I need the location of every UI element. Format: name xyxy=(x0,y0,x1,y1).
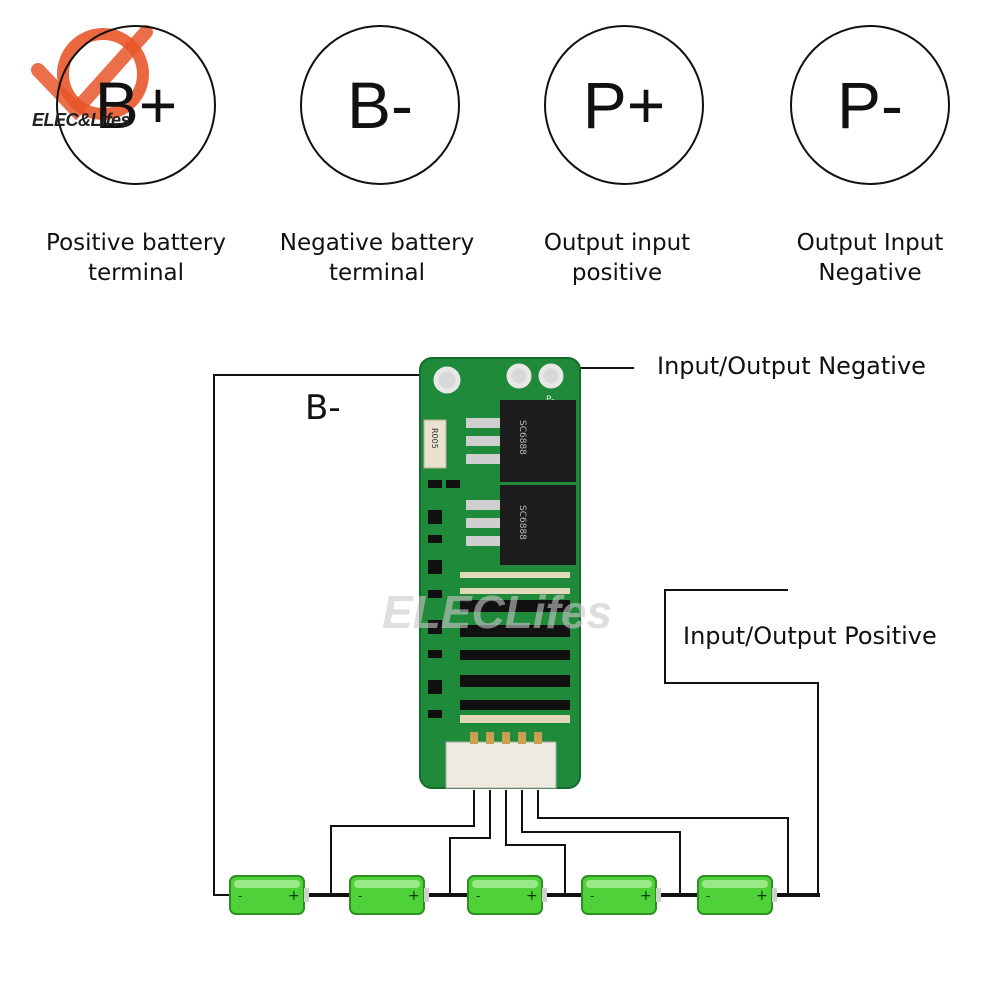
battery-cell: -+ xyxy=(697,875,777,915)
balance-wire-5 xyxy=(537,790,789,895)
terminal-p-minus-label-line1: Output Input xyxy=(796,230,944,256)
mosfet-1 xyxy=(500,400,576,482)
terminal-p-plus-label: Output input positive xyxy=(497,228,737,288)
shunt-resistor xyxy=(423,419,447,469)
battery-plus-sign: + xyxy=(288,888,300,904)
shunt-resistor-text: R005 xyxy=(430,428,439,449)
terminal-b-plus-circle: B+ xyxy=(56,25,216,185)
terminal-b-plus-symbol: B+ xyxy=(94,68,178,142)
terminal-p-plus-label-line2: positive xyxy=(571,260,663,286)
terminal-p-minus-symbol: P- xyxy=(837,68,903,142)
pad-p-minus-2 xyxy=(538,363,564,389)
terminal-b-plus-label-line1: Positive battery xyxy=(46,230,226,256)
battery-minus-sign: - xyxy=(358,889,362,903)
terminal-b-minus-symbol: B- xyxy=(347,68,413,142)
battery-minus-sign: - xyxy=(706,889,710,903)
battery-plus-sign: + xyxy=(756,888,768,904)
mosfet-2-text: SC6888 xyxy=(517,505,527,540)
balance-wire-3 xyxy=(505,790,566,895)
terminal-b-minus-label: Negative battery terminal xyxy=(257,228,497,288)
battery-cell: -+ xyxy=(349,875,429,915)
terminal-b-minus-label-line1: Negative battery xyxy=(279,230,475,256)
mosfet-2 xyxy=(500,485,576,565)
terminal-b-plus-label: Positive battery terminal xyxy=(16,228,256,288)
terminal-p-plus-circle: P+ xyxy=(544,25,704,185)
brand-logo-text: ELEC&Lifes xyxy=(32,110,131,130)
battery-pack: -+-+-+-+-+ xyxy=(229,875,777,915)
battery-cell: -+ xyxy=(581,875,661,915)
balance-connector xyxy=(445,741,557,789)
terminal-b-minus-label-line2: terminal xyxy=(328,260,426,286)
b-minus-wire xyxy=(213,374,422,896)
terminal-p-minus-label-line2: Negative xyxy=(818,260,922,286)
terminal-p-minus-circle: P- xyxy=(790,25,950,185)
battery-plus-sign: + xyxy=(408,888,420,904)
battery-minus-sign: - xyxy=(476,889,480,903)
bms-pcb-board: P- R005 SC6888 SC6888 xyxy=(419,357,581,789)
battery-cell: -+ xyxy=(229,875,309,915)
balance-wire-2 xyxy=(449,790,491,895)
terminal-p-minus-label: Output Input Negative xyxy=(750,228,990,288)
pad-p-minus-1 xyxy=(506,363,532,389)
io-negative-label: Input/Output Negative xyxy=(657,352,926,380)
b-minus-wire-label: B- xyxy=(305,388,341,428)
battery-minus-sign: - xyxy=(590,889,594,903)
battery-plus-sign: + xyxy=(526,888,538,904)
terminal-b-minus-circle: B- xyxy=(300,25,460,185)
io-positive-label: Input/Output Positive xyxy=(683,622,937,650)
brand-watermark: ELECLifes xyxy=(382,586,613,638)
mosfet-1-text: SC6888 xyxy=(517,420,527,455)
terminal-b-plus-label-line2: terminal xyxy=(87,260,185,286)
battery-minus-sign: - xyxy=(238,889,242,903)
battery-cell: -+ xyxy=(467,875,547,915)
balance-wire-1 xyxy=(330,790,475,895)
pad-b-minus xyxy=(433,366,461,394)
balance-wire-4 xyxy=(521,790,681,895)
battery-plus-sign: + xyxy=(640,888,652,904)
terminal-p-plus-label-line1: Output input xyxy=(543,230,691,256)
terminal-p-plus-symbol: P+ xyxy=(582,68,666,142)
